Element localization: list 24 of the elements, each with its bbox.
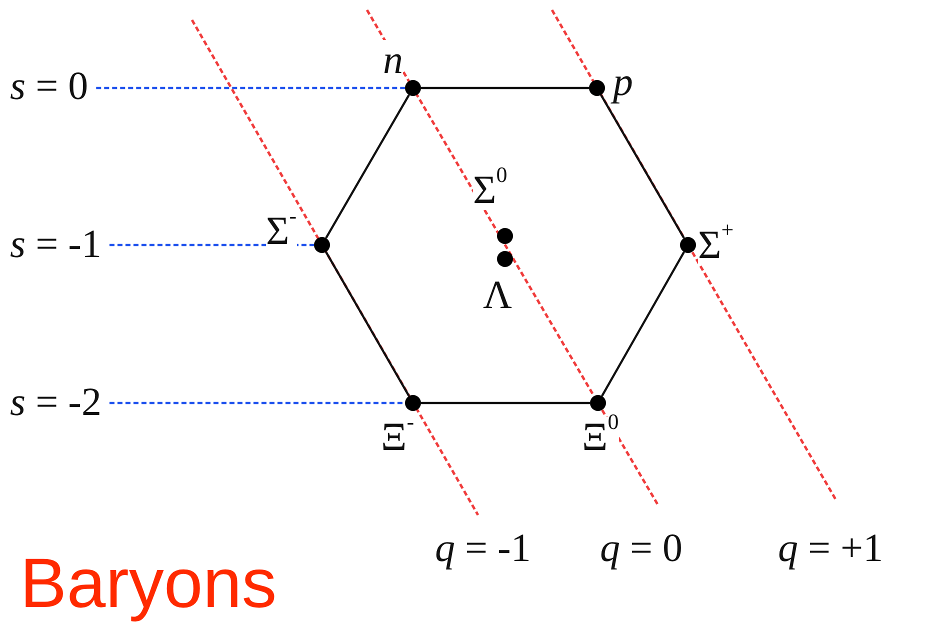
- leader-line: [96, 86, 405, 90]
- connector-line: [601, 251, 685, 397]
- connector-line: [421, 86, 589, 90]
- connector-line: [600, 94, 685, 239]
- strangeness-label: s = -1: [10, 224, 102, 264]
- leader-line: [109, 402, 405, 404]
- particle-dot: [589, 80, 605, 96]
- charge-label: q = 0: [600, 528, 683, 568]
- particle-dot: [497, 228, 513, 244]
- charge-label: q = +1: [778, 528, 884, 568]
- particle-label: Σ$^{+}$: [698, 225, 734, 265]
- connector-line: [421, 402, 590, 404]
- particle-dot: [405, 80, 421, 96]
- connector-line: [325, 94, 410, 239]
- particle-dot: [680, 237, 696, 253]
- connector-line: [325, 251, 410, 397]
- strangeness-label: s = -2: [10, 382, 102, 422]
- particle-dot: [590, 395, 606, 411]
- particle-dot: [405, 395, 421, 411]
- particle-dot: [314, 237, 330, 253]
- leader-line: [109, 244, 314, 246]
- particle-dot: [497, 251, 513, 267]
- strangeness-label: s = 0: [10, 66, 88, 106]
- charge-label: q = -1: [435, 528, 531, 568]
